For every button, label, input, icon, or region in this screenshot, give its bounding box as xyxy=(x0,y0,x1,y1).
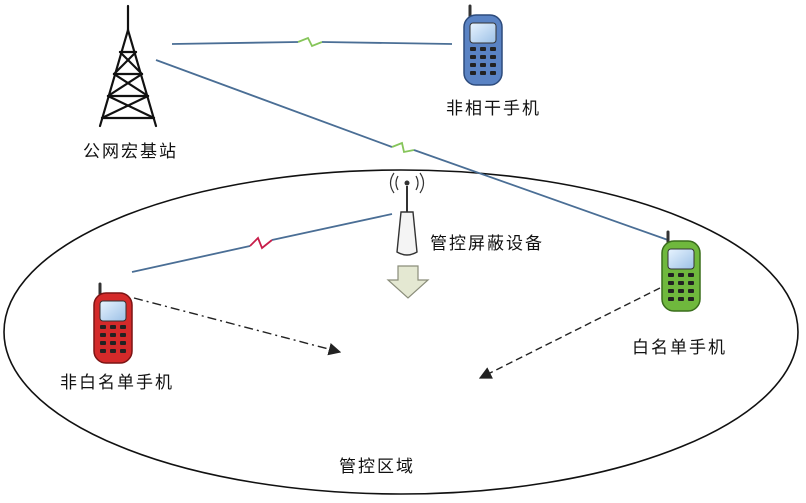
unrelated-phone-icon xyxy=(463,4,503,86)
base-station-tower-icon xyxy=(98,4,158,128)
non-whitelist-phone-label: 非白名单手机 xyxy=(60,373,174,393)
shield-device-icon xyxy=(389,172,425,256)
unrelated-phone-label: 非相干手机 xyxy=(446,99,541,119)
control-area-label: 管控区域 xyxy=(339,457,415,477)
link-tower-to-unrelated-phone xyxy=(171,36,453,48)
link-tower-to-whitelist-phone xyxy=(155,59,669,241)
base-station-label: 公网宏基站 xyxy=(83,142,178,162)
control-area-ellipse xyxy=(3,169,799,495)
link-shield-to-non-whitelist-phone xyxy=(131,213,393,273)
whitelist-phone-icon xyxy=(661,230,701,312)
down-arrow-icon xyxy=(386,265,430,299)
dashed-arrow-whitelist xyxy=(478,287,661,379)
shield-device-label: 管控屏蔽设备 xyxy=(430,234,544,254)
non-whitelist-phone-icon xyxy=(93,282,133,364)
dashed-arrow-non-whitelist xyxy=(133,297,342,356)
whitelist-phone-label: 白名单手机 xyxy=(632,338,727,358)
